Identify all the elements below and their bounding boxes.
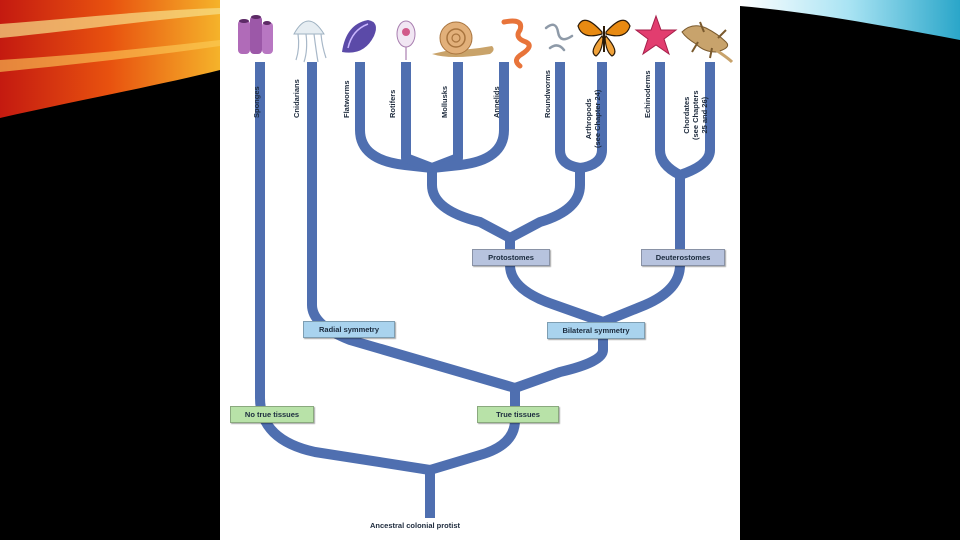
- roundworm-icon: [544, 23, 574, 52]
- taxon-label-annelids: Annelids: [492, 86, 501, 118]
- lizard-icon: [681, 21, 734, 64]
- taxon-label-flatworms: Flatworms: [342, 80, 351, 118]
- flatworm-icon: [342, 20, 376, 53]
- snail-icon: [432, 21, 494, 57]
- node-no-true-tissues: No true tissues: [230, 406, 314, 423]
- branch-roundworms: [555, 62, 581, 173]
- branch-protostomes: [505, 264, 608, 338]
- node-radial-symmetry: Radial symmetry: [303, 321, 395, 338]
- branch-echinoderms: [655, 62, 683, 180]
- taxon-label-echinoderms: Echinoderms: [643, 70, 652, 118]
- jellyfish-icon: [293, 20, 327, 63]
- branch-ecdysozoa: [507, 168, 585, 243]
- taxon-label-cnidarians: Cnidarians: [292, 79, 301, 118]
- branch-sponges: [255, 62, 431, 475]
- node-true-tissues: True tissues: [477, 406, 559, 423]
- decorative-swoosh-right: [740, 0, 960, 40]
- branch-true-tissues: [428, 388, 520, 475]
- branch-rotifers: [401, 62, 434, 173]
- butterfly-icon: [577, 19, 631, 57]
- sea-star-icon: [634, 14, 678, 56]
- taxon-label-rotifers: Rotifers: [388, 89, 397, 118]
- taxon-label-sponges: Sponges: [252, 86, 261, 118]
- branch-bilateral: [513, 338, 608, 393]
- root-label: Ancestral colonial protist: [370, 521, 461, 530]
- annelid-worm-icon: [501, 18, 532, 69]
- node-protostomes: Protostomes: [472, 249, 550, 266]
- branch-annelids: [431, 62, 509, 173]
- diagram-panel: Sponges Cnidarians Flatworms Rotifers Mo…: [220, 0, 740, 540]
- taxon-label-arthropods: Arthropods (see Chapter 24): [584, 89, 602, 148]
- branch-lophotrochozoa: [427, 168, 513, 243]
- node-deuterostomes: Deuterostomes: [641, 249, 725, 266]
- node-bilateral-symmetry: Bilateral symmetry: [547, 322, 645, 339]
- branch-arthropods: [579, 62, 607, 173]
- branch-chordates: [678, 62, 715, 180]
- phylogenetic-tree: [238, 14, 734, 518]
- taxon-label-chordates: Chordates (see Chapters 25 and 26): [682, 90, 709, 140]
- branch-deuterostomes: [601, 264, 685, 327]
- branch-flatworms: [355, 62, 433, 173]
- rotifer-icon: [396, 20, 416, 60]
- taxon-label-roundworms: Roundworms: [543, 70, 552, 118]
- taxon-label-mollusks: Mollusks: [440, 85, 449, 118]
- sponge-icon: [238, 15, 273, 54]
